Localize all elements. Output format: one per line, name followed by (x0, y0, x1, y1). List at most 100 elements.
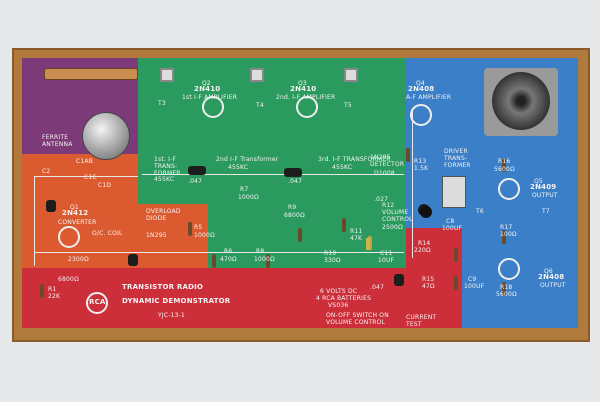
ferrite-rod (44, 68, 138, 80)
overload-part: 1N295 (146, 232, 167, 239)
r8-label: R8 (256, 248, 265, 255)
volume-value: 2500Ω (382, 224, 403, 231)
c11-label: C11 (380, 250, 393, 257)
transistor-socket (296, 96, 318, 118)
r13-value: 1.5K (414, 165, 429, 172)
resistor (40, 284, 44, 298)
r15-value: 47Ω (422, 283, 435, 290)
wire (412, 108, 413, 258)
transistor-socket (498, 258, 520, 280)
c8-value: 100UF (442, 225, 463, 232)
resistor (406, 148, 410, 162)
electrolytic-capacitor (284, 168, 302, 177)
t7-label: T7 (542, 208, 550, 215)
r6-label: R6 (224, 248, 233, 255)
detector-label: 1N295 DETECTOR (370, 154, 405, 168)
r9-value: 6800Ω (284, 212, 305, 219)
resistor (212, 254, 216, 268)
r16-label: R16 (498, 158, 511, 165)
tuning-knob[interactable] (82, 112, 130, 160)
electrolytic-capacitor (128, 254, 138, 266)
ferrite-title: FERRITE ANTENNA (42, 134, 73, 148)
r9-label: R9 (288, 204, 297, 211)
resistor (502, 230, 506, 244)
electrolytic-capacitor (394, 274, 404, 286)
q5-type: 2N409 (530, 183, 557, 191)
wire (142, 174, 404, 175)
c2-label: C2 (42, 168, 51, 175)
converter-name: CONVERTER (58, 219, 97, 226)
t6-label: T6 (476, 208, 484, 215)
r10-label: R10 (324, 250, 337, 257)
r18-value: 5600Ω (496, 291, 517, 298)
q5-label: Q5 (534, 178, 543, 185)
r17-value: 100Ω (500, 231, 517, 238)
if1-cap: .047 (188, 178, 203, 185)
r11-value: 47K (350, 235, 363, 242)
r17-label: R17 (500, 224, 513, 231)
switch-label: ON-OFF SWITCH ON VOLUME CONTROL (326, 312, 389, 326)
resistor (188, 222, 192, 236)
if1-freq: 455KC (154, 176, 175, 183)
output-zone (462, 228, 578, 328)
q5-name: OUTPUT (532, 192, 558, 199)
battery-number: VS036 (328, 302, 349, 309)
r13-label: R13 (414, 158, 427, 165)
r3-value: 6800Ω (58, 276, 79, 283)
terminal-block (250, 68, 264, 82)
if2-name: 2nd. I-F AMPLIFIER (276, 94, 336, 101)
rca-logo (86, 292, 108, 314)
r7-value: 1000Ω (238, 194, 259, 201)
overload-diode: DIODE (146, 215, 167, 222)
af-name: A-F AMPLIFIER (406, 94, 452, 101)
resistor (298, 228, 302, 242)
if2-cap: .047 (288, 178, 303, 185)
r10-value: 330Ω (324, 257, 341, 264)
footer-title-line1: TRANSISTOR RADIO (122, 283, 204, 291)
q1-label: Q1 (70, 204, 79, 211)
r11-label: R11 (350, 228, 363, 235)
footer-title-line2: DYNAMIC DEMONSTRATOR (122, 297, 231, 305)
overload-title: OVERLOAD (146, 208, 181, 215)
resistor (368, 236, 372, 250)
transistor-socket (410, 104, 432, 126)
if1-name: 1st I-F AMPLIFIER (182, 94, 238, 101)
footer-cap: .047 (370, 284, 385, 291)
footer-model: YJC-13-1 (158, 312, 186, 319)
t4-label: T4 (256, 102, 264, 109)
r6-value: 470Ω (220, 256, 237, 263)
r15-label: R15 (422, 276, 435, 283)
q6-type: 2N408 (538, 273, 565, 281)
rca-logo-text: RCA (89, 298, 106, 306)
r12-label: R12 (382, 202, 395, 209)
r14-value: 220Ω (414, 247, 431, 254)
if3-cap: .027 (374, 196, 389, 203)
overload-zone (138, 204, 208, 268)
switch-body (366, 238, 370, 250)
converter-zone (22, 154, 138, 268)
if2-sub: 2nd I-F Transformer (216, 156, 279, 163)
r18-label: R18 (500, 284, 513, 291)
driver-title: DRIVER TRANS-FORMER (444, 148, 471, 169)
volume-knob[interactable] (420, 206, 432, 218)
circuit-board: RCA FERRITE ANTENNA C1AB C1C C1D C2 Q1 2… (22, 58, 578, 328)
q3-label: Q3 (298, 80, 307, 87)
r16-value: 5600Ω (494, 166, 515, 173)
resistor (502, 282, 506, 296)
speaker-cone (492, 72, 550, 130)
battery-line2: 4 RCA BATTERIES (316, 295, 372, 302)
volume-name: VOLUME CONTROL (382, 209, 413, 223)
if3-sub: 3rd. I-F TRANSFORMER (318, 156, 391, 163)
detector-part: D1008 (374, 170, 395, 177)
transistor-socket (498, 178, 520, 200)
wire (34, 176, 138, 177)
c9-label: C9 (468, 276, 477, 283)
resistor (502, 158, 506, 172)
r1-label: R1 (48, 286, 57, 293)
if2-freq: 455KC (228, 164, 249, 171)
if1-sub: 1st. I-F TRANS-FORMER (154, 156, 181, 177)
r5-label: R5 (194, 224, 203, 231)
resistor (266, 254, 270, 268)
transistor-socket (58, 226, 80, 248)
q2-label: Q2 (202, 80, 211, 87)
